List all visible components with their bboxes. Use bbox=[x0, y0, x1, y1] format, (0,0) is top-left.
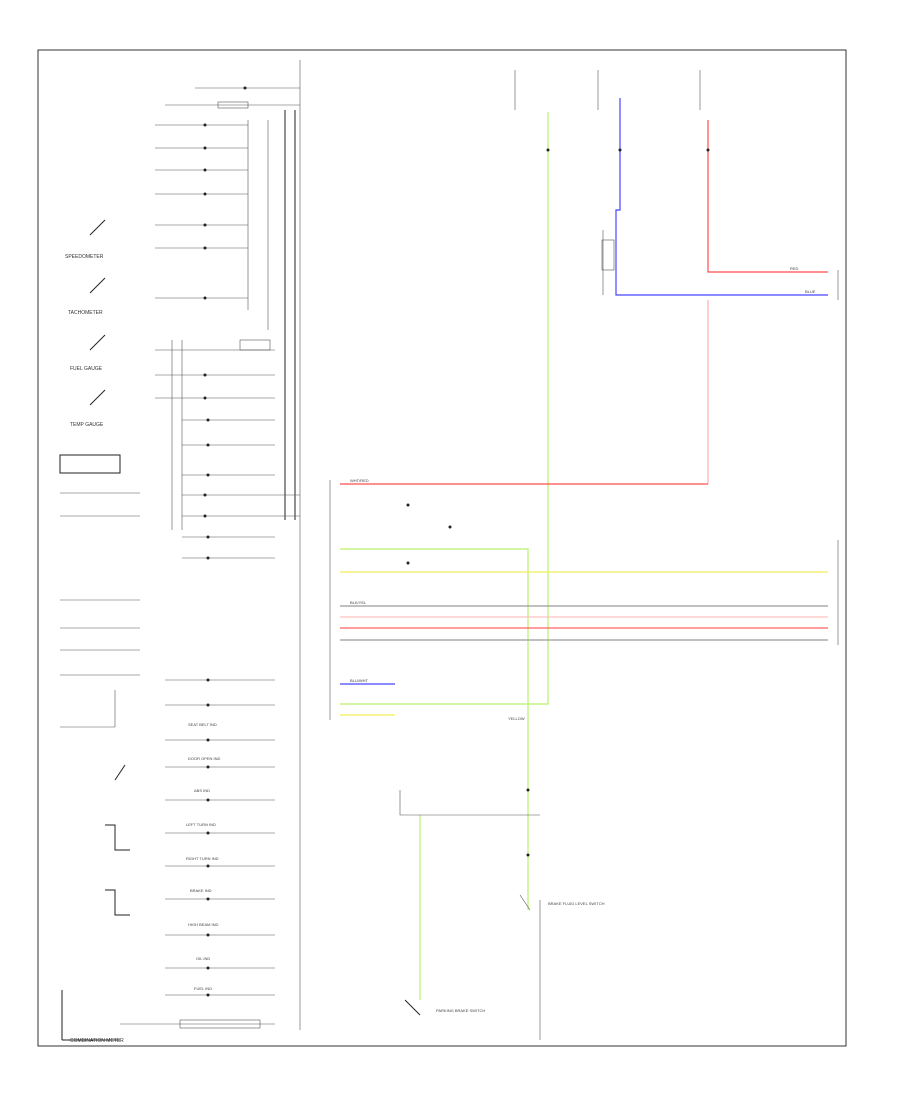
component-labels: BRAKE FLUID LEVEL SWITCH PARKING BRAKE S… bbox=[436, 901, 605, 1013]
wire-label-blu-wht: BLU/WHT bbox=[350, 678, 369, 683]
wire-green-down bbox=[340, 548, 529, 910]
label-temp-gauge: TEMP GAUGE bbox=[70, 422, 104, 428]
label-right-turn-ind: RIGHT TURN IND bbox=[186, 856, 219, 861]
label-parking-brake-switch: PARKING BRAKE SWITCH bbox=[436, 1008, 485, 1013]
label-brake-fluid-level-switch: BRAKE FLUID LEVEL SWITCH bbox=[548, 901, 605, 906]
wire-labels: WHT/RED BLK/YEL YELLOW BLU/WHT RED BLUE bbox=[350, 266, 816, 721]
left-side-stubs bbox=[59, 454, 140, 728]
wire-label-red: RED bbox=[790, 266, 799, 271]
label-tachometer: TACHOMETER bbox=[68, 310, 103, 316]
wire-red-right bbox=[707, 120, 828, 273]
gauge-switches bbox=[89, 219, 130, 916]
label-seat-belt-ind: SEAT BELT IND bbox=[188, 722, 217, 727]
label-combination-meter: COMBINATION METER bbox=[70, 1038, 124, 1044]
label-brake-ind: BRAKE IND bbox=[190, 888, 212, 893]
diagram-frame bbox=[37, 49, 847, 1047]
label-abs-ind: ABS IND bbox=[194, 788, 210, 793]
connector-block bbox=[329, 70, 839, 1040]
left-labels: SPEEDOMETER TACHOMETER FUEL GAUGE TEMP G… bbox=[65, 254, 124, 1044]
colored-wires bbox=[340, 98, 828, 1000]
label-door-open-ind: DOOR OPEN IND bbox=[188, 756, 221, 761]
wire-label-blk-yel: BLK/YEL bbox=[350, 600, 367, 605]
wire-label-wht-red: WHT/RED bbox=[350, 478, 369, 483]
label-fuel-ind: FUEL IND bbox=[194, 986, 212, 991]
wire-green-top bbox=[340, 112, 549, 705]
combination-meter-block bbox=[59, 60, 301, 1041]
label-speedometer: SPEEDOMETER bbox=[65, 254, 104, 260]
wire-label-yellow: YELLOW bbox=[508, 716, 525, 721]
center-labels: SEAT BELT IND DOOR OPEN IND ABS IND LEFT… bbox=[186, 722, 221, 991]
wire-blue bbox=[615, 98, 828, 296]
component-rows bbox=[120, 86, 300, 1029]
label-high-beam-ind: HIGH BEAM IND bbox=[188, 922, 219, 927]
label-fuel-gauge: FUEL GAUGE bbox=[70, 366, 103, 372]
label-left-turn-ind: LEFT TURN IND bbox=[186, 822, 216, 827]
label-oil-ind: OIL IND bbox=[196, 956, 210, 961]
wire-label-blue: BLUE bbox=[805, 289, 816, 294]
